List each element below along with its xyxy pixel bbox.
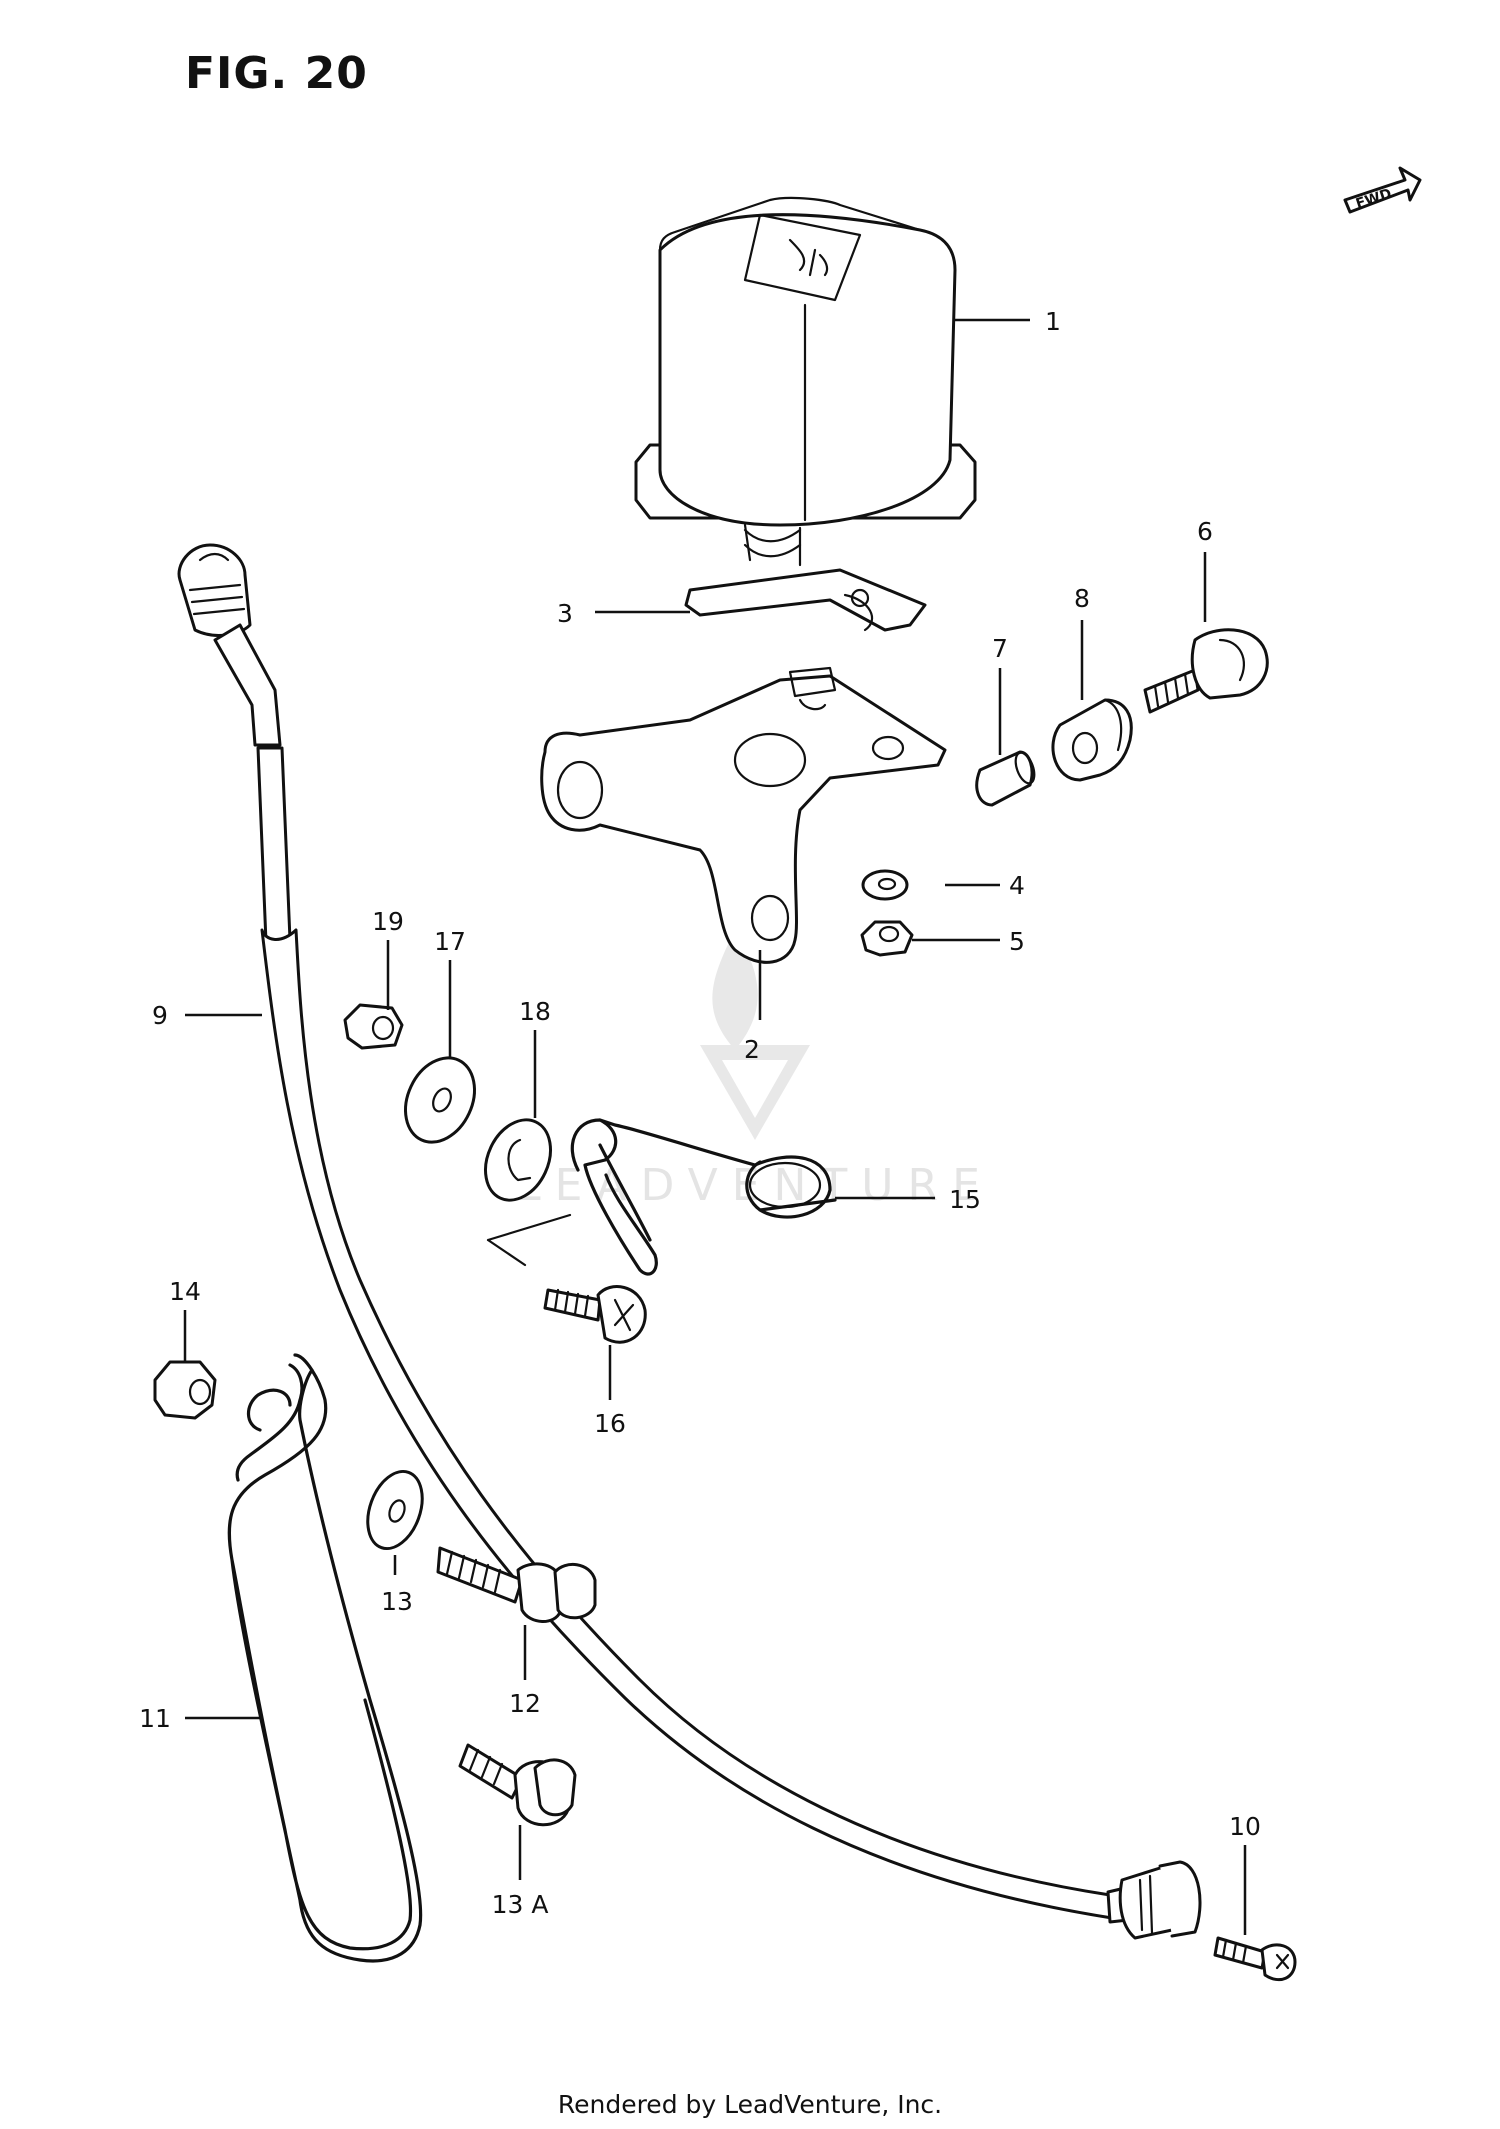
callout-12: 12 <box>509 1689 541 1718</box>
part-16-screw <box>486 1213 647 1344</box>
callout-16: 16 <box>594 1409 626 1438</box>
footer-credit: Rendered by LeadVenture, Inc. <box>557 2090 943 2119</box>
fwd-arrow-icon: FWD <box>1343 166 1422 214</box>
callout-15: 15 <box>949 1185 981 1214</box>
part-6-bolt <box>1143 628 1269 714</box>
part-10-screw <box>1213 1936 1297 1981</box>
part-12-bolt <box>436 1546 597 1623</box>
callout-2: 2 <box>744 1035 760 1064</box>
part-11-guide <box>227 1353 423 1963</box>
callout-17: 17 <box>434 927 466 956</box>
figure-title: FIG. 20 <box>185 48 368 99</box>
callout-14: 14 <box>169 1277 201 1306</box>
callout-8: 8 <box>1074 584 1090 613</box>
callout-9: 9 <box>152 1001 168 1030</box>
watermark-logo: LEADVENTURE <box>516 930 980 1211</box>
part-17-washer <box>404 1056 476 1144</box>
callout-11: 11 <box>139 1704 171 1733</box>
callout-18: 18 <box>519 997 551 1026</box>
part-5-nut <box>860 920 914 957</box>
part-14-nut <box>153 1360 217 1420</box>
callout-13a: 13 A <box>492 1890 549 1919</box>
part-9-cable <box>177 543 1202 1940</box>
callout-3: 3 <box>557 599 573 628</box>
part-19-nut <box>343 1003 404 1050</box>
part-15-clamp <box>570 1118 837 1276</box>
part-4-washer <box>861 869 909 901</box>
part-13-washer <box>366 1469 424 1551</box>
part-8-cushion <box>1051 698 1133 782</box>
callout-4: 4 <box>1009 871 1025 900</box>
leader-lines <box>183 318 1247 1935</box>
callout-10: 10 <box>1229 1812 1261 1841</box>
part-3-plate <box>684 568 927 632</box>
callout-6: 6 <box>1197 517 1213 546</box>
callout-7: 7 <box>992 634 1008 663</box>
callout-5: 5 <box>1009 927 1025 956</box>
callout-labels: 1 2 3 4 5 6 7 8 9 10 11 12 13 13 A 14 15… <box>139 307 1261 1919</box>
part-13a-bolt <box>458 1743 577 1827</box>
callout-13: 13 <box>381 1587 413 1616</box>
fwd-label: FWD <box>1354 186 1394 213</box>
callout-1: 1 <box>1045 307 1061 336</box>
callout-19: 19 <box>372 907 404 936</box>
part-2-bracket <box>540 666 947 964</box>
part-7-collar <box>975 750 1036 807</box>
part-18-lock-washer <box>484 1118 552 1202</box>
part-1-meter-housing <box>634 196 977 567</box>
